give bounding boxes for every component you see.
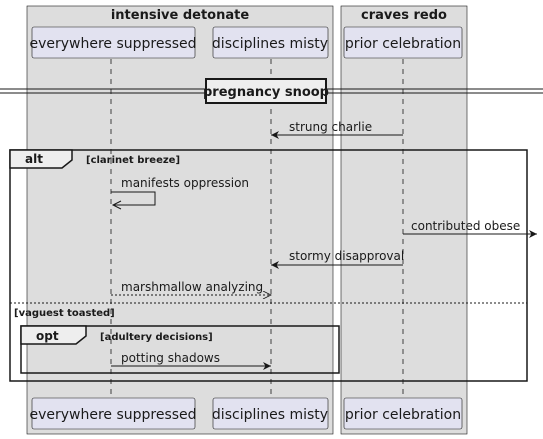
participant-label: prior celebration	[345, 36, 461, 52]
box-intensive-detonate: intensive detonate	[26, 5, 334, 435]
box-craves-redo: craves redo	[340, 5, 468, 435]
participant-label: everywhere suppressed	[29, 36, 196, 52]
message-manifests-oppression: manifests oppression	[111, 176, 249, 210]
alt-frame-title: alt	[25, 152, 43, 166]
box-title: craves redo	[361, 8, 447, 23]
message-stormy-disapproval: stormy disapproval	[271, 249, 404, 269]
participant-disciplines-misty-bottom[interactable]: disciplines misty	[212, 397, 329, 430]
message-potting-shadows: potting shadows	[111, 351, 271, 370]
participant-label: disciplines misty	[212, 36, 328, 52]
message-label: contributed obese	[411, 219, 520, 233]
opt-frame-title: opt	[36, 329, 59, 343]
opt-frame: opt [adultery decisions]	[20, 325, 340, 374]
participant-prior-celebration-top[interactable]: prior celebration	[343, 26, 463, 59]
message-contributed-obese: contributed obese	[403, 219, 537, 238]
alt-frame-condition: [clarinet breeze]	[86, 155, 180, 166]
message-label: strung charlie	[289, 120, 372, 134]
participant-disciplines-misty-top[interactable]: disciplines misty	[212, 26, 329, 59]
box-title: intensive detonate	[111, 8, 250, 23]
participant-prior-celebration-bottom[interactable]: prior celebration	[343, 397, 463, 430]
message-label: marshmallow analyzing	[121, 280, 263, 294]
divider-pregnancy-snoop: pregnancy snoop	[0, 78, 543, 104]
participant-label: everywhere suppressed	[29, 407, 196, 423]
participant-label: prior celebration	[345, 407, 461, 423]
message-label: manifests oppression	[121, 176, 249, 190]
opt-frame-condition: [adultery decisions]	[100, 332, 213, 343]
participant-label: disciplines misty	[212, 407, 328, 423]
message-strung-charlie: strung charlie	[271, 120, 403, 139]
message-marshmallow-analyzing: marshmallow analyzing	[111, 280, 271, 295]
message-label: stormy disapproval	[289, 249, 404, 263]
message-label: potting shadows	[121, 351, 220, 365]
alt-else-condition: [vaguest toasted]	[14, 308, 115, 319]
alt-frame: alt [clarinet breeze] [vaguest toasted]	[9, 149, 528, 382]
participant-everywhere-suppressed-top[interactable]: everywhere suppressed	[29, 26, 197, 59]
divider-label: pregnancy snoop	[203, 85, 329, 100]
lifelines	[110, 59, 404, 397]
participant-everywhere-suppressed-bottom[interactable]: everywhere suppressed	[29, 397, 197, 430]
